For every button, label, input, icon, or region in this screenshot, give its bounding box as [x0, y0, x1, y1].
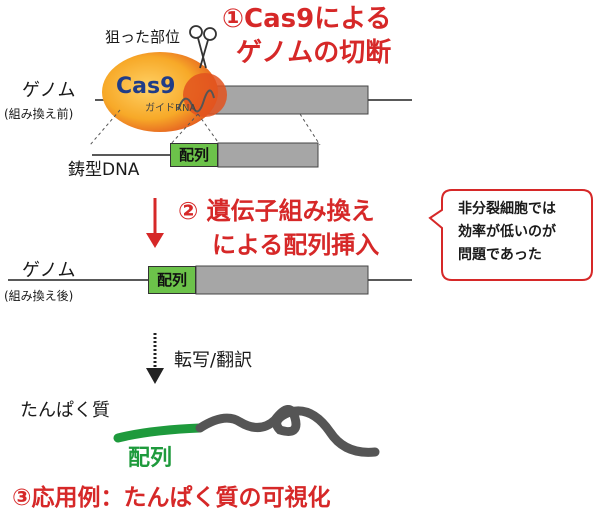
protein-green-segment [113, 423, 205, 443]
step2-title-line2: による配列挿入 [212, 231, 380, 259]
genome-after-sequence-box: 配列 [148, 266, 196, 294]
transcription-arrow-head [146, 368, 164, 384]
transcription-label: 転写/翻訳 [174, 350, 253, 371]
dashed-guide-mid2 [197, 113, 221, 146]
template-gray-box [217, 142, 319, 168]
protein-sequence-label: 配列 [128, 446, 173, 471]
genome-before-label: ゲノム [22, 80, 76, 101]
guide-rna-squiggle [177, 89, 215, 113]
dashed-guide-left [89, 109, 121, 146]
note-line1: 非分裂細胞では [458, 201, 556, 217]
step1-title-line1: ①Cas9による [222, 4, 392, 34]
genome-before-sub: (組み換え前) [4, 107, 74, 121]
genome-after-gray-box [195, 265, 369, 295]
protein-gray-chain [195, 405, 380, 457]
step1-title-line2: ゲノムの切断 [236, 38, 392, 68]
recombination-arrow-head [146, 233, 164, 248]
note-line3: 問題であった [458, 247, 542, 263]
guide-rna-label: ガイドRNA [145, 103, 197, 114]
step2-title-line1: ② 遺伝子組み換え [178, 197, 375, 225]
step3-title: ③応用例：たんぱく質の可視化 [12, 485, 331, 511]
genome-after-sub: (組み換え後) [4, 289, 74, 303]
template-sequence-box: 配列 [170, 143, 218, 167]
scissors-icon [189, 25, 217, 69]
note-bubble [428, 189, 593, 281]
dashed-guide-mid [169, 113, 199, 146]
genome-after-label: ゲノム [22, 260, 76, 281]
template-dna-label: 鋳型DNA [68, 160, 140, 180]
dashed-guide-right [299, 113, 321, 146]
cas9-label: Cas9 [116, 74, 176, 99]
note-line2: 効率が低いのが [458, 224, 556, 240]
cas9-protein [102, 52, 218, 132]
protein-label: たんぱく質 [20, 400, 110, 421]
target-site-label: 狙った部位 [105, 28, 181, 46]
